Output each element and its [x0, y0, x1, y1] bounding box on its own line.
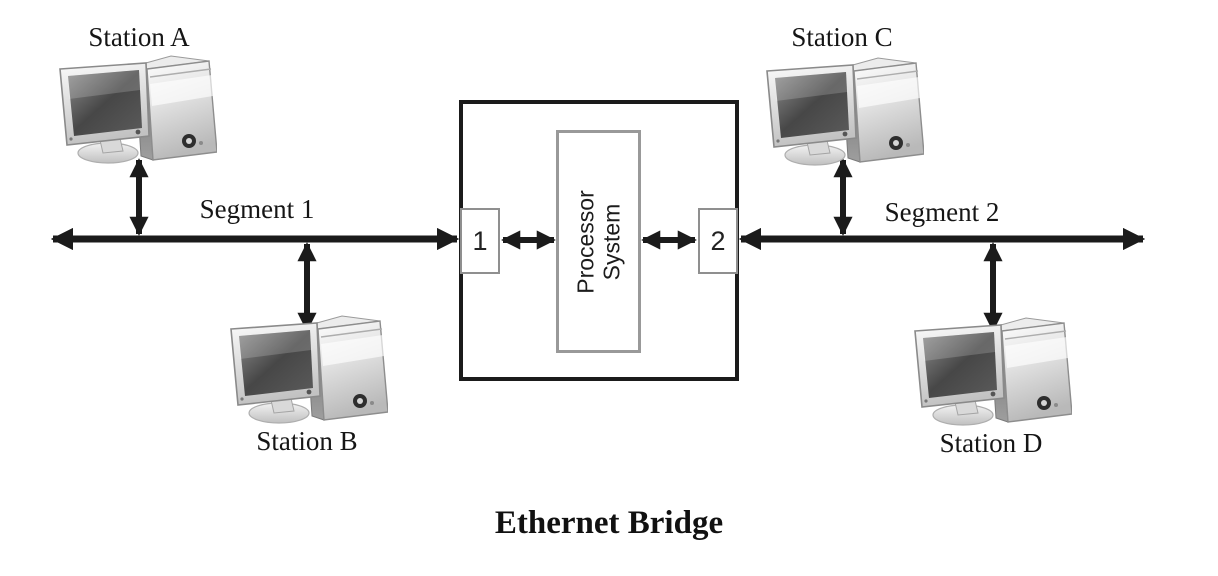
bridge-port-1: 1 — [460, 208, 500, 274]
processor-system-box: Processor System — [556, 130, 641, 353]
station-b-computer-icon — [228, 312, 388, 427]
diagram-title: Ethernet Bridge — [494, 505, 724, 541]
station-b-label: Station B — [256, 426, 358, 456]
station-d-label: Station D — [939, 428, 1043, 458]
port-2-label: 2 — [710, 225, 726, 256]
station-a-label: Station A — [88, 22, 190, 52]
processor-system-label: Processor System — [571, 189, 624, 294]
bridge-port-2: 2 — [698, 208, 738, 274]
station-c-label: Station C — [791, 22, 893, 52]
segment-1-label: Segment 1 — [199, 194, 315, 224]
station-a-computer-icon — [57, 52, 217, 167]
segment-2-label: Segment 2 — [884, 197, 1000, 227]
station-c-computer-icon — [764, 54, 924, 169]
station-d-computer-icon — [912, 314, 1072, 429]
port-1-label: 1 — [472, 225, 488, 256]
